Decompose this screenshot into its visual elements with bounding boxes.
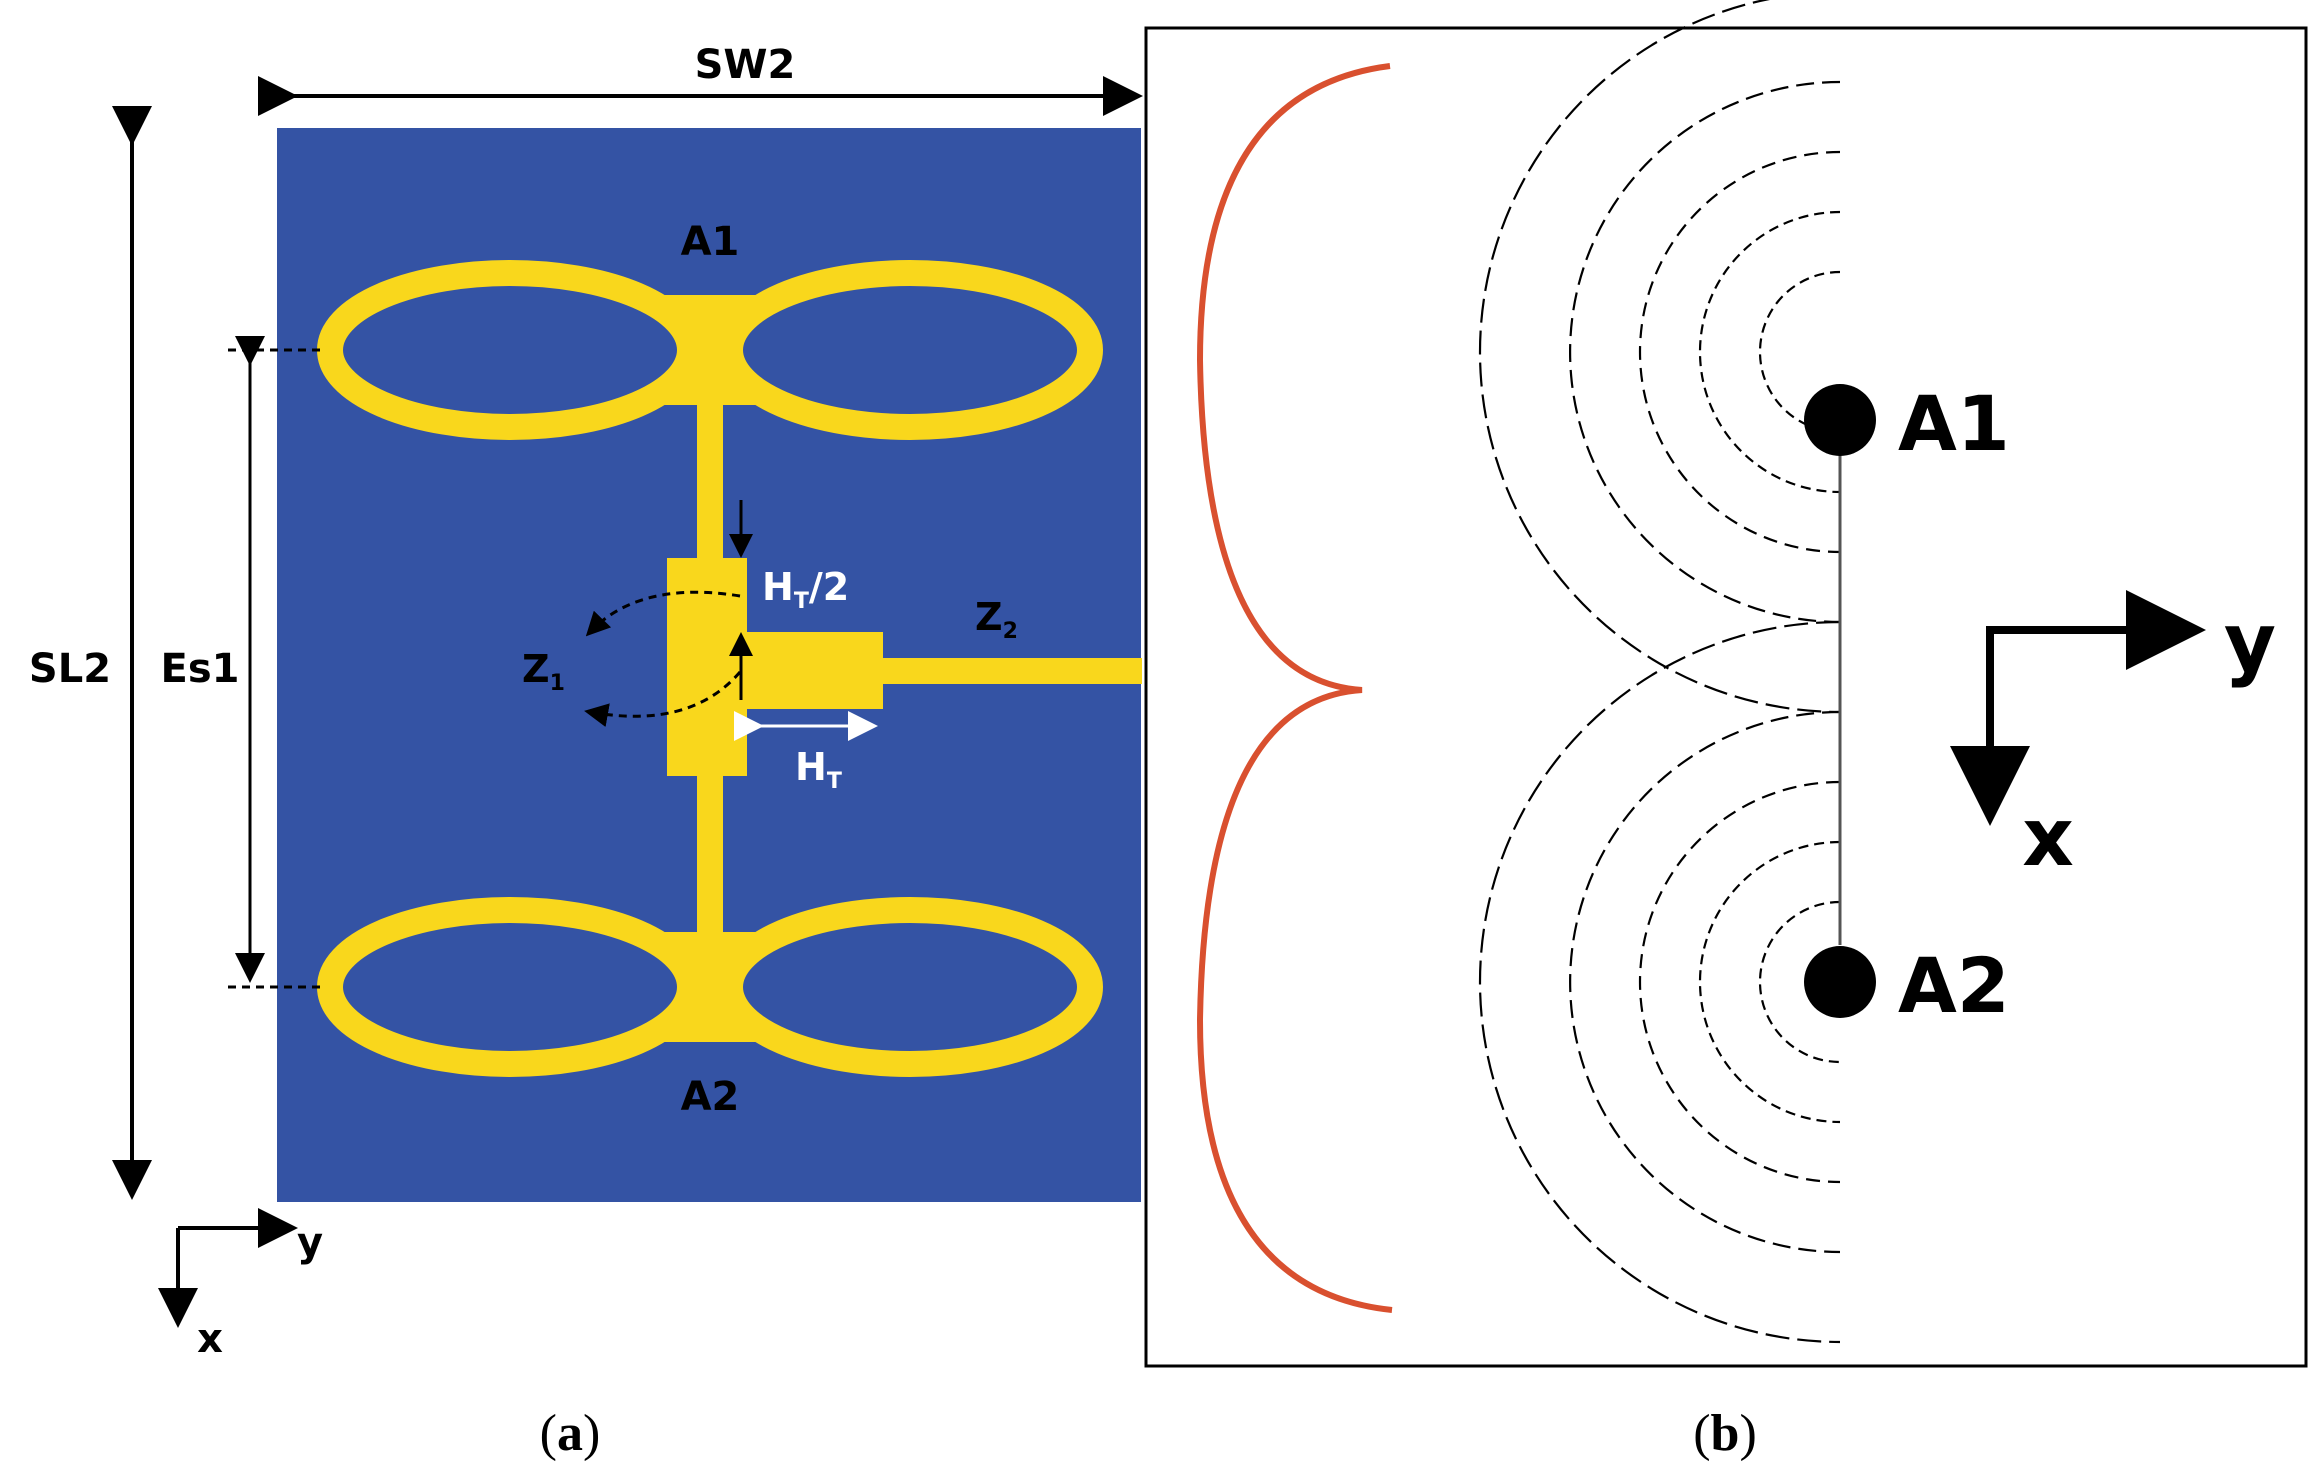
panel-b: A1 A2 y x (b) <box>1144 0 2308 1462</box>
z1-upper-arrow <box>585 590 741 637</box>
loop-a2-junction <box>660 932 760 1042</box>
loop-a1-junction <box>660 295 760 405</box>
panel-a: SW2 SL2 Es1 A1 A2 HT/2 HT Z1 Z2 y x (a) <box>29 42 1143 1462</box>
wave-a2-2 <box>1698 840 1841 1124</box>
feed-t-junction <box>667 558 747 776</box>
dimension-sw2-label: SW2 <box>695 42 796 88</box>
antenna-a1-loops <box>317 260 1103 440</box>
feed-output-line <box>880 658 1142 684</box>
z2-label: Z2 <box>975 595 1018 644</box>
wave-a2-4 <box>1568 710 1841 1254</box>
ht-half-label: HT/2 <box>762 565 849 614</box>
axis-a-y-label: y <box>297 1220 323 1266</box>
wave-a1-5 <box>1478 0 1841 714</box>
dimension-sl2-label: SL2 <box>29 646 111 692</box>
wave-a2-3 <box>1638 780 1841 1184</box>
element-a2-label: A2 <box>1898 941 2010 1030</box>
element-a2-dot <box>1804 946 1876 1018</box>
dimension-es1-label: Es1 <box>161 646 240 692</box>
feed-stub <box>745 632 883 709</box>
antenna-a1-label: A1 <box>681 219 740 265</box>
caption-b: (b) <box>1693 1405 1757 1462</box>
panel-b-frame <box>1144 26 2308 1368</box>
element-a1-dot <box>1804 384 1876 456</box>
feed-lower-line <box>697 775 723 945</box>
combined-wavefront <box>1196 63 1393 1313</box>
wave-a1-2 <box>1698 210 1841 494</box>
antenna-a2-label: A2 <box>681 1074 740 1120</box>
axis-b-x-label: x <box>2022 791 2074 884</box>
z1-label: Z1 <box>522 647 565 696</box>
caption-a: (a) <box>540 1405 601 1462</box>
z1-lower-arrow <box>584 671 742 727</box>
wavefronts-a2 <box>1478 620 1841 1344</box>
wave-a1-4 <box>1568 80 1841 624</box>
wave-a2-5 <box>1478 620 1841 1344</box>
axis-a-x-label: x <box>197 1316 223 1362</box>
antenna-a2-loops <box>317 897 1103 1077</box>
wave-a1-3 <box>1638 150 1841 554</box>
wave-a2-1 <box>1758 900 1841 1064</box>
element-a1-label: A1 <box>1898 379 2010 468</box>
ht-label: HT <box>795 745 842 794</box>
axis-b-y-label: y <box>2224 596 2276 689</box>
feed-network <box>667 395 1142 945</box>
feed-upper-line <box>697 395 723 560</box>
